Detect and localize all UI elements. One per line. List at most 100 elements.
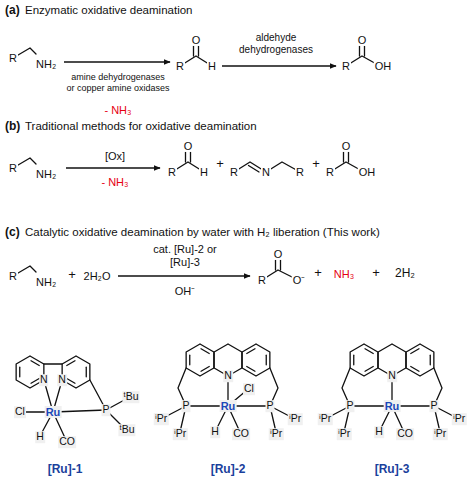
- atom-label: CO: [58, 436, 76, 448]
- plus-sign: +: [313, 266, 323, 280]
- bond-line: [266, 355, 267, 364]
- atom-label: O⁻: [292, 274, 307, 286]
- bond-line: [189, 355, 190, 364]
- section-heading: Enzymatic oxidative deamination: [24, 4, 193, 17]
- atom-label: R: [257, 274, 267, 286]
- atom-label: R: [167, 166, 177, 178]
- bond-line: [365, 367, 373, 372]
- atom-label: ⁱPr: [269, 428, 284, 440]
- byproduct-label: NH₃: [333, 268, 355, 280]
- atom-label: ᵗBu: [118, 424, 135, 436]
- bond-line: [411, 367, 419, 372]
- amine-circle: NH₂: [32, 160, 60, 188]
- node-text: amine dehydrogenases or copper amine oxi…: [66, 72, 170, 93]
- amine-circle: NH₂: [32, 50, 60, 78]
- node-text: 2H₂: [395, 267, 415, 281]
- atom-label: O: [191, 34, 202, 46]
- node-text: aldehyde dehydrogenases: [228, 32, 324, 55]
- atom-label: ⁱPr: [452, 413, 467, 425]
- node-text: NH₂: [36, 276, 56, 289]
- bond-line: [201, 367, 209, 372]
- condition-label: 2H₂O: [83, 270, 112, 282]
- bond-line: [44, 363, 62, 364]
- atom-label: ⁱPr: [318, 413, 333, 425]
- byproduct-label: - NH₃: [100, 176, 129, 188]
- enzyme-shape: aldehyde dehydrogenases: [224, 20, 328, 102]
- bond-line: [247, 349, 255, 354]
- atom-label: Cl: [14, 406, 26, 418]
- reaction-arrow: [64, 61, 170, 63]
- section-heading: Traditional methods for oxidative deamin…: [24, 120, 258, 133]
- plus-sign: +: [215, 157, 225, 171]
- bond-line: [201, 349, 209, 354]
- reaction-arrow: [222, 65, 336, 67]
- section-letter: (a): [4, 4, 21, 17]
- atom-label: N: [223, 370, 233, 382]
- atom-label: R: [8, 52, 18, 64]
- atom-label: R: [295, 166, 305, 178]
- atom-label: P: [429, 400, 438, 412]
- atom-label: CO: [232, 428, 250, 440]
- bond-line: [31, 361, 39, 366]
- condition-label: OH⁻: [174, 285, 197, 297]
- catalyst-name: [Ru]-1: [48, 463, 83, 477]
- node-text: NH₂: [36, 168, 56, 181]
- atom-label: P: [101, 404, 110, 416]
- atom-label: O: [183, 140, 194, 152]
- atom-label: ᵗBu: [122, 391, 139, 403]
- atom-label: ⁱPr: [337, 428, 352, 440]
- node-text: NH₂: [36, 58, 56, 71]
- atom-label: P: [345, 400, 354, 412]
- bond-line: [242, 344, 270, 376]
- atom-label: ⁱPr: [288, 413, 303, 425]
- bond-line: [67, 379, 75, 384]
- plus-sign: +: [67, 268, 77, 282]
- atom-label: N: [261, 166, 271, 178]
- atom-label: P: [181, 400, 190, 412]
- bond-line: [31, 379, 39, 384]
- atom-label: R: [8, 162, 18, 174]
- atom-label: O: [341, 140, 352, 152]
- hydrogen-circle: 2H₂: [386, 255, 424, 293]
- atom-label: H: [207, 60, 217, 72]
- bond-line: [19, 367, 20, 376]
- plus-sign: +: [371, 266, 381, 280]
- bond-line: [406, 344, 434, 376]
- bond-line: [353, 355, 354, 364]
- atom-label: O: [357, 34, 368, 46]
- section-letter: (c): [4, 226, 21, 239]
- metal-label: Ru: [220, 400, 237, 412]
- bond-line: [365, 349, 373, 354]
- atom-label: OH: [358, 166, 377, 178]
- bond-line: [350, 344, 378, 376]
- atom-label: CO: [396, 428, 414, 440]
- atom-label: H: [210, 426, 220, 438]
- atom-label: R: [341, 60, 351, 72]
- atom-label: R: [175, 60, 185, 72]
- catalyst-name: [Ru]-3: [375, 463, 410, 477]
- atom-label: H: [35, 431, 45, 443]
- atom-label: ⁱPr: [154, 413, 169, 425]
- atom-label: OH: [374, 60, 393, 72]
- reaction-arrow: [118, 275, 250, 277]
- plus-sign: +: [311, 157, 321, 171]
- atom-label: H: [199, 166, 209, 178]
- byproduct-label: - NH₃: [103, 104, 132, 116]
- atom-label: O: [273, 248, 284, 260]
- bond-line: [186, 344, 214, 376]
- catalyst-condition: cat. [Ru]-2 or [Ru]-3: [146, 243, 224, 269]
- atom-label: R: [8, 270, 18, 282]
- bond-line: [249, 166, 260, 173]
- section-heading: Catalytic oxidative deamination by water…: [24, 226, 381, 239]
- atom-label: P: [265, 400, 274, 412]
- metal-label: Ru: [45, 406, 62, 418]
- atom-label: N: [57, 374, 67, 386]
- catalyst-name: [Ru]-2: [211, 463, 246, 477]
- amine-circle: NH₂: [32, 268, 60, 296]
- atom-label: R: [325, 166, 335, 178]
- atom-label: H: [374, 426, 384, 438]
- atom-label: ⁱPr: [433, 428, 448, 440]
- atom-label: N: [387, 370, 397, 382]
